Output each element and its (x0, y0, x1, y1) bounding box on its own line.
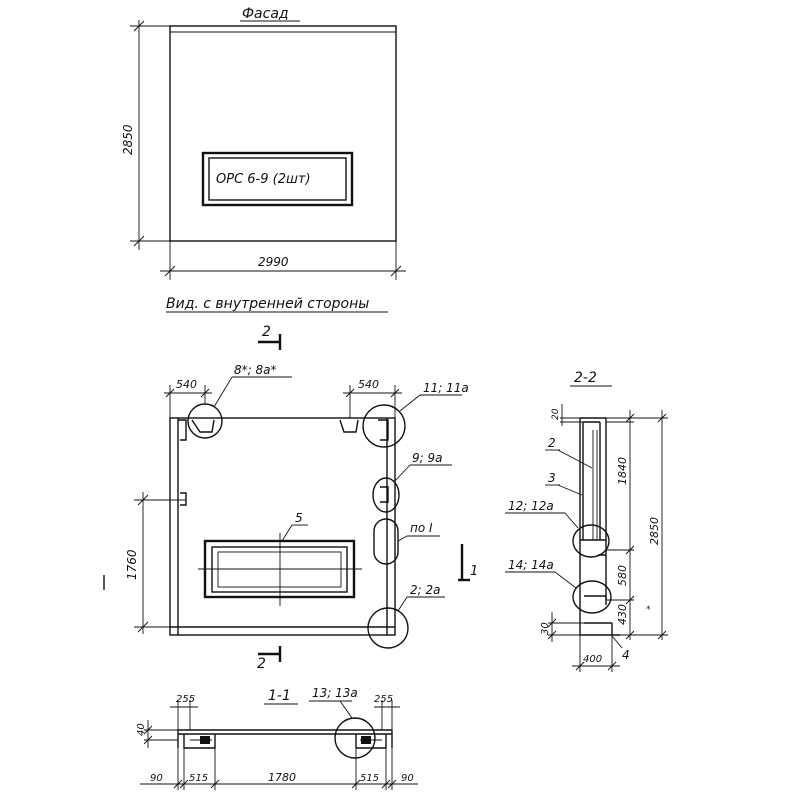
facade-title: Фасад (242, 6, 289, 22)
s11-dim-40: 40 (136, 723, 147, 736)
s22-dim-20: 20 (551, 408, 561, 420)
callout-circle-2 (367, 607, 409, 649)
svg-text:*: * (646, 605, 651, 615)
section-2-2-title: 2-2 (574, 370, 597, 386)
section-2-top-label: 2 (262, 324, 271, 340)
section-1-1-title: 1-1 (268, 688, 291, 704)
s22-callout-12: 12; 12а (508, 499, 554, 513)
facade-dim-width: 2990 (258, 255, 289, 269)
facade-dim-height: 2850 (121, 124, 135, 155)
section-1-mark: 1 (470, 564, 478, 579)
facade-panel (169, 25, 397, 242)
s11-callout-13: 13; 13а (312, 686, 358, 700)
s22-dim-400: 400 (583, 654, 602, 665)
callout-2-label: 2; 2а (410, 583, 440, 597)
section-2-2: 2-2 2 3 12; 12а 14; 14а (505, 370, 668, 672)
s11-dim-90-left: 90 (150, 773, 163, 784)
dim-540-left: 540 (176, 378, 197, 391)
facade-window-inner (208, 157, 347, 201)
callout-po-label: по I (410, 521, 433, 535)
inner-panel (169, 417, 396, 636)
facade-window-label: ОРС 6-9 (2шт) (216, 172, 311, 187)
facade-window-outer (201, 151, 354, 207)
callout-11-label: 11; 11а (423, 381, 469, 395)
s22-callout-14: 14; 14а (508, 558, 554, 572)
facade-view: Фасад ОРС 6-9 (2шт) 2850 2990 (121, 6, 406, 280)
s11-dim-255-left: 255 (176, 694, 195, 705)
s22-callout-2: 2 (548, 436, 556, 450)
s22-dim-580: 580 (616, 565, 629, 586)
s22-dim-30: 30 (540, 622, 551, 635)
section-1-1: 1-1 13; 13а 255 255 40 (136, 686, 418, 790)
s22-dim-2850: 2850 (648, 517, 661, 545)
callout-circle-9 (372, 477, 400, 513)
callout-box-po (373, 518, 399, 565)
s11-callout-circle-13 (334, 717, 376, 759)
dim-1760: 1760 (125, 549, 139, 580)
inner-view: Вид. с внутренней стороны 2 (103, 296, 478, 672)
section-2-bottom-label: 2 (257, 656, 266, 672)
s11-dim-515-right: 515 (360, 773, 379, 784)
s22-callout-3: 3 (548, 471, 556, 485)
callout-9-label: 9; 9а (412, 451, 442, 465)
s11-dim-90-right: 90 (401, 773, 414, 784)
s22-dim-430: 430 (616, 604, 629, 625)
s22-callout-circle-12 (572, 524, 610, 558)
dim-540-right: 540 (358, 378, 379, 391)
callout-5-label: 5 (295, 511, 303, 525)
s22-callout-circle-14 (572, 580, 612, 614)
inner-view-title: Вид. с внутренней стороны (166, 296, 369, 312)
s11-dim-255-right: 255 (374, 694, 393, 705)
inner-window-inner (211, 546, 348, 593)
s11-dim-515-left: 515 (189, 773, 208, 784)
callout-8-label: 8*; 8а* (234, 363, 276, 377)
s11-dim-1780: 1780 (268, 771, 296, 784)
s22-callout-4: 4 (622, 648, 630, 662)
callout-circle-11 (362, 404, 406, 448)
s22-dim-1840: 1840 (616, 457, 629, 485)
